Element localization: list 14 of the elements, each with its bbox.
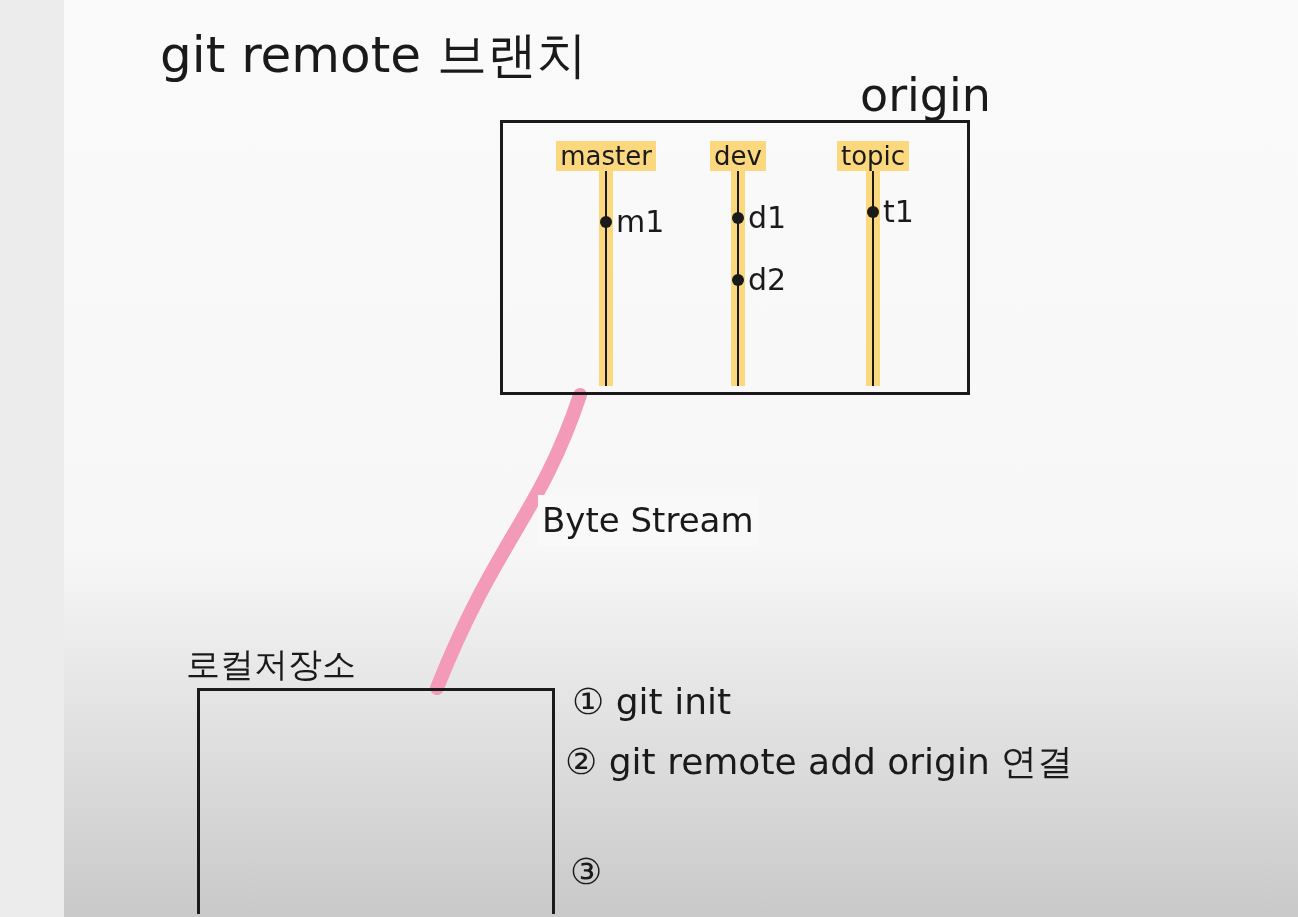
branch-label: dev (710, 141, 766, 171)
commit-label: d1 (748, 203, 787, 233)
diagram-title: git remote 브랜치 (160, 25, 587, 86)
repository-title: origin (860, 67, 991, 124)
step-note: ③ (570, 850, 603, 894)
branch-label: topic (836, 141, 910, 171)
connector-line (430, 388, 587, 695)
commit-label: d2 (748, 265, 787, 295)
step-note: ② git remote add origin 연결 (565, 740, 1074, 784)
commit-label: m1 (616, 207, 665, 237)
commit-label: t1 (883, 197, 914, 227)
step-note: ① git init (572, 680, 732, 724)
repository-title: 로컬저장소 (186, 643, 356, 686)
branch-label: master (556, 141, 656, 171)
